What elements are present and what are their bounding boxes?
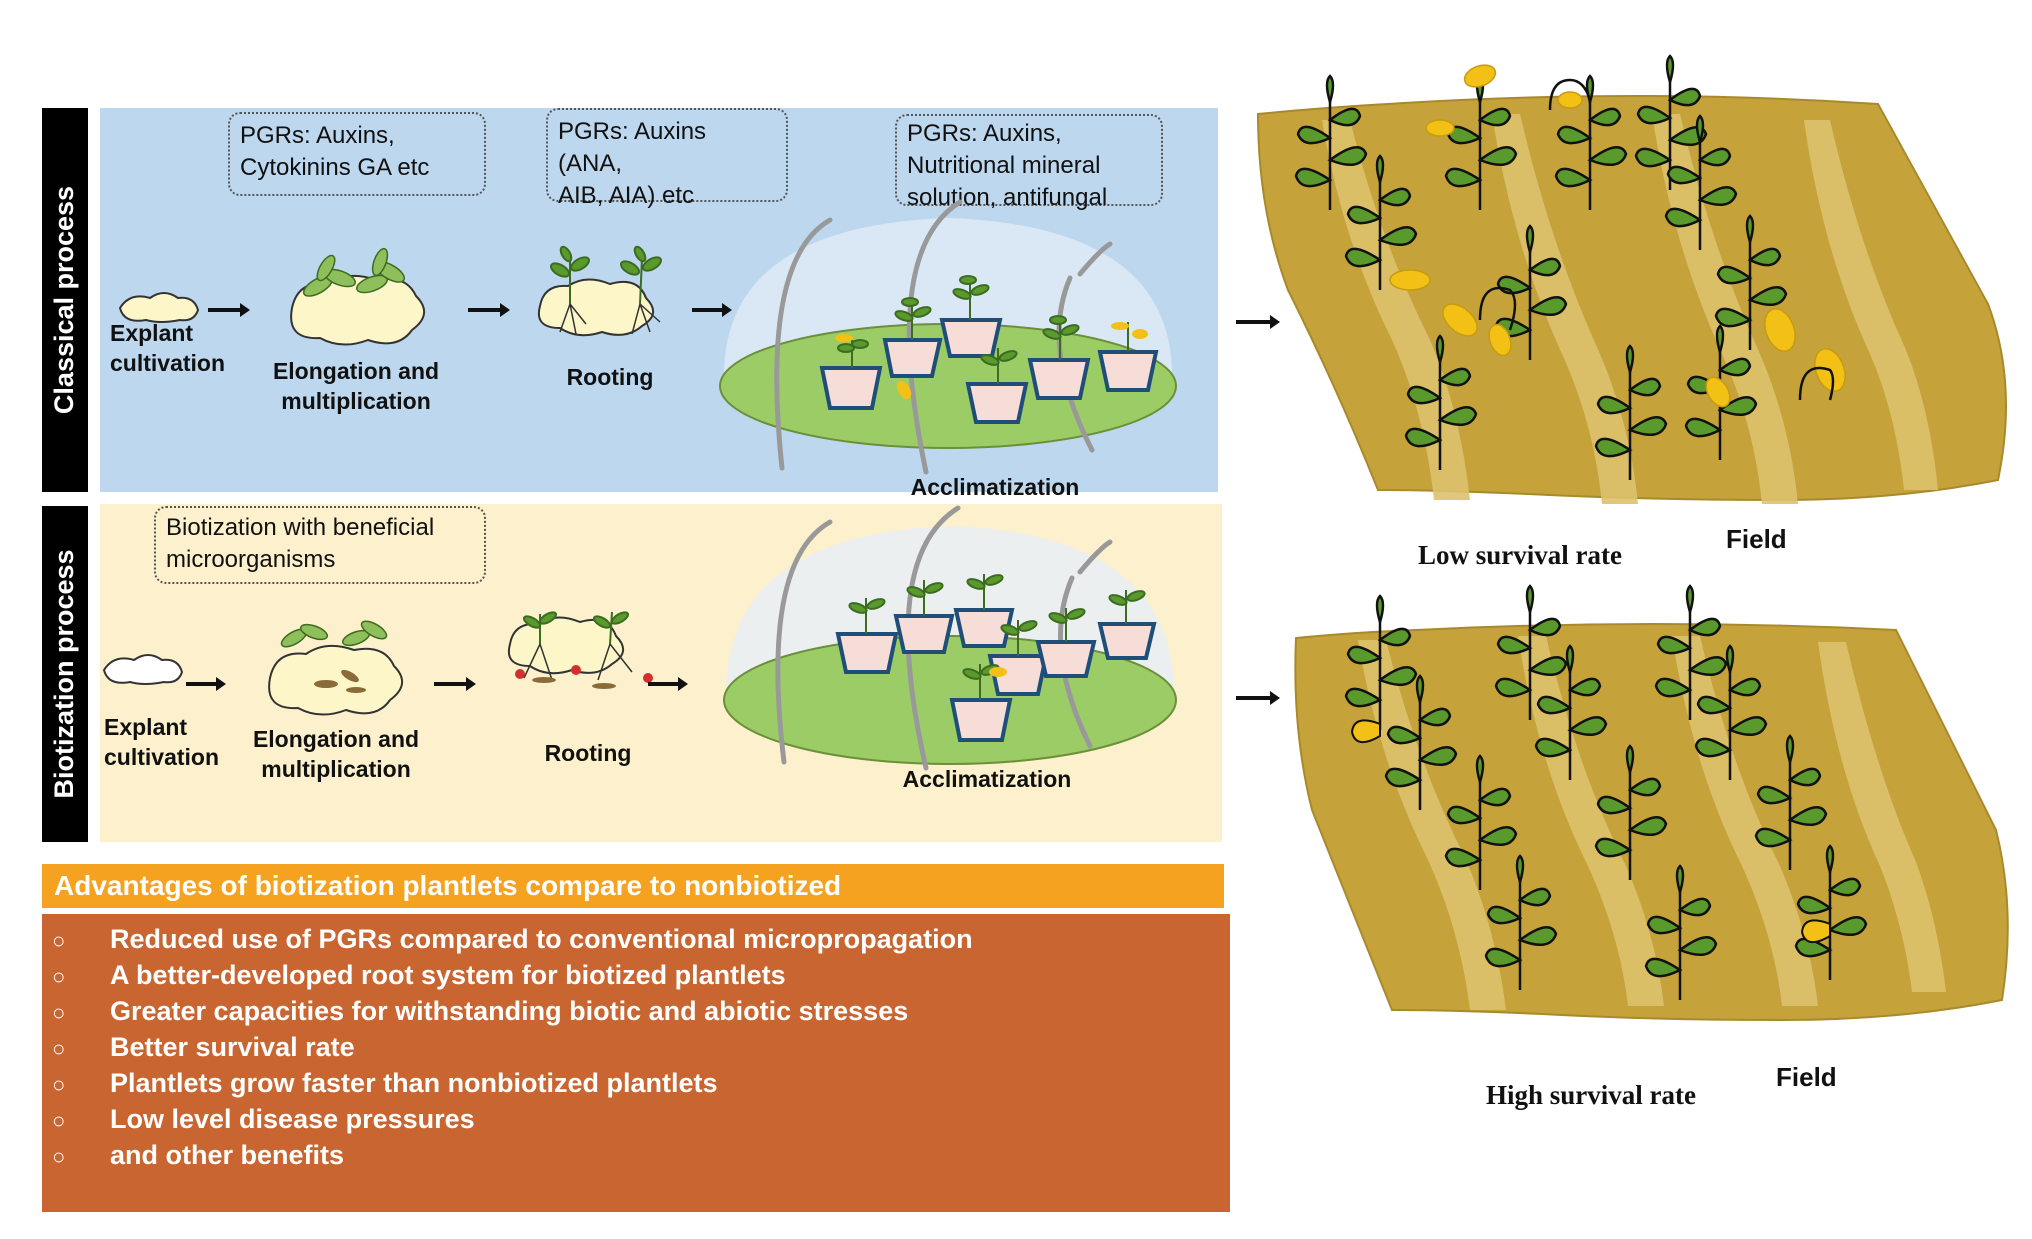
classical-callout-pgr-3: PGRs: Auxins, Nutritional mineral soluti… bbox=[895, 114, 1163, 211]
classical-callout-pgr-1: PGRs: Auxins, Cytokinins GA etc bbox=[228, 112, 486, 196]
explant-blob bbox=[102, 654, 184, 685]
classical-side-bar bbox=[42, 108, 88, 492]
biotization-step-elongation: Elongation and multiplication bbox=[252, 726, 420, 782]
field-high-survival bbox=[1294, 584, 2009, 1022]
classical-step-elongation: Elongation and multiplication bbox=[272, 358, 440, 414]
biotization-side-label: Biotization process bbox=[49, 549, 79, 799]
field-bottom-field-label: Field bbox=[1776, 1062, 1837, 1092]
field-top-field-label: Field bbox=[1726, 524, 1787, 554]
advantage-item: ○A better-developed root system for biot… bbox=[52, 960, 786, 990]
explant-blob bbox=[118, 292, 200, 323]
arrow-right-icon bbox=[434, 677, 476, 691]
field-bottom-survival-label: High survival rate bbox=[1486, 1080, 1696, 1110]
arrow-right-icon bbox=[468, 303, 510, 317]
advantage-item: ○Greater capacities for withstanding bio… bbox=[52, 996, 909, 1026]
advantage-item: ○Better survival rate bbox=[52, 1032, 355, 1062]
advantage-item: ○Reduced use of PGRs compared to convent… bbox=[52, 924, 973, 954]
field-low-survival bbox=[1256, 54, 2007, 504]
advantage-item: ○and other benefits bbox=[52, 1140, 345, 1170]
field-top-survival-label: Low survival rate bbox=[1418, 540, 1622, 570]
arrow-right-icon bbox=[1236, 691, 1280, 705]
advantage-item: ○Low level disease pressures bbox=[52, 1104, 475, 1134]
arrow-right-icon bbox=[1236, 315, 1280, 329]
arrow-right-icon bbox=[692, 303, 732, 317]
classical-step-rooting: Rooting bbox=[566, 364, 654, 390]
advantages-box: ○Reduced use of PGRs compared to convent… bbox=[42, 914, 1230, 1212]
arrow-right-icon bbox=[208, 303, 250, 317]
callus-elongation bbox=[268, 644, 403, 716]
classical-step-explant: Explant cultivation bbox=[110, 320, 226, 376]
field-arrows bbox=[1236, 315, 1280, 705]
classical-step-acclimatization: Acclimatization bbox=[910, 474, 1080, 500]
pots bbox=[819, 318, 1159, 424]
biotization-side-bar bbox=[42, 506, 88, 842]
advantage-item: ○Plantlets grow faster than nonbiotized … bbox=[52, 1068, 718, 1098]
callus-rooting bbox=[538, 278, 654, 337]
classical-callout-pgr-2: PGRs: Auxins (ANA, AIB, AIA) etc bbox=[546, 108, 788, 209]
advantages-title: Advantages of biotization plantlets comp… bbox=[42, 864, 1224, 908]
biotization-illustrations bbox=[102, 505, 1177, 771]
biotization-step-explant: Explant cultivation bbox=[104, 714, 220, 770]
biotization-step-acclimatization: Acclimatization bbox=[902, 766, 1072, 792]
biotization-step-rooting: Rooting bbox=[544, 740, 632, 766]
arrow-right-icon bbox=[648, 677, 688, 691]
classical-side-label: Classical process bbox=[49, 185, 79, 415]
arrow-right-icon bbox=[186, 677, 226, 691]
classical-illustrations bbox=[118, 199, 1177, 475]
pots bbox=[835, 608, 1157, 742]
biotization-callout: Biotization with beneficial microorganis… bbox=[154, 506, 486, 584]
